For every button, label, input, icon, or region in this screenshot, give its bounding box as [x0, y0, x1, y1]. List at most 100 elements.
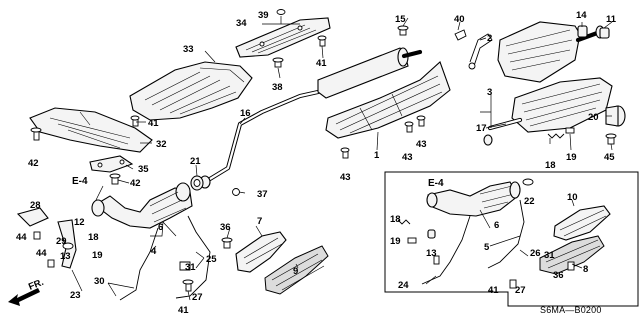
callout-19-inset: 19	[390, 236, 401, 247]
callout-17: 17	[476, 123, 487, 134]
callout-24: 24	[398, 280, 409, 291]
clip-40	[454, 29, 467, 41]
callout-30: 30	[94, 276, 105, 287]
callout-3: 3	[487, 87, 492, 98]
front-label: FR.	[27, 277, 45, 293]
callout-31-inset: 31	[544, 250, 555, 261]
callout-7: 7	[257, 216, 262, 227]
callout-27: 27	[192, 292, 203, 303]
bolt-41-top	[317, 35, 327, 47]
callout-45: 45	[604, 152, 615, 163]
spring-18-rear	[547, 133, 565, 139]
callout-18-left: 18	[88, 232, 99, 243]
callout-34: 34	[236, 18, 247, 29]
callout-43-a: 43	[340, 172, 351, 183]
callout-14: 14	[576, 10, 587, 21]
rear-muffler	[487, 77, 626, 133]
inset-frame	[384, 171, 639, 307]
heat-shield-1	[325, 61, 451, 139]
exhaust-manifold-converter	[91, 182, 193, 229]
callout-38: 38	[272, 82, 283, 93]
callout-8: 8	[583, 264, 588, 275]
section-ref-e4: E-4	[72, 176, 88, 187]
callout-19: 19	[566, 152, 577, 163]
callout-29: 29	[56, 236, 67, 247]
front-direction-arrow	[8, 288, 40, 306]
callout-12: 12	[74, 217, 85, 228]
inset-o2-lead	[421, 199, 525, 285]
callout-18: 18	[545, 160, 556, 171]
bolt-15	[397, 25, 409, 36]
callout-23: 23	[70, 290, 81, 301]
bolt-43-c	[416, 115, 426, 127]
callout-9: 9	[293, 266, 298, 277]
heat-shield-33	[129, 61, 253, 121]
callout-44-a: 44	[16, 232, 27, 243]
callout-41-inset: 41	[488, 285, 499, 296]
callout-41-lower: 41	[178, 305, 189, 316]
callout-labels: 1 2 3 4 5 6 6 7 8 9 10 11 12 13 13 14 15…	[16, 10, 617, 316]
nut-39	[276, 9, 286, 15]
bolt-44-b	[47, 259, 55, 268]
bolt-42-left	[30, 127, 42, 141]
callout-37: 37	[257, 189, 268, 200]
bolt-41-lower	[182, 279, 194, 292]
bolt-29	[62, 242, 74, 250]
section-ref-e4-inset: E-4	[428, 178, 444, 189]
callout-6: 6	[158, 222, 163, 233]
callout-13: 13	[60, 251, 71, 262]
clip-31	[179, 261, 191, 271]
callout-16: 16	[240, 108, 251, 119]
converter-shield-7	[235, 231, 287, 273]
gasket-plate-35	[89, 155, 134, 173]
center-resonator	[317, 47, 423, 99]
callout-41-shield: 41	[148, 118, 159, 129]
callout-25: 25	[206, 254, 217, 265]
bolt-36-left	[221, 237, 233, 249]
callout-43-b: 43	[402, 152, 413, 163]
front-pipe-16	[199, 89, 321, 189]
inset-converter-8	[539, 235, 605, 275]
gasket-17	[483, 134, 493, 146]
callout-26: 26	[530, 248, 541, 259]
bolt-42-mid	[109, 173, 121, 185]
callout-35: 35	[138, 164, 149, 175]
callout-21: 21	[190, 156, 201, 167]
callout-4: 4	[151, 246, 157, 257]
callout-41-top: 41	[316, 58, 327, 69]
callout-10: 10	[567, 192, 578, 203]
bracket-28	[16, 207, 49, 227]
callout-42-mid: 42	[130, 178, 141, 189]
muffler-shield-upper	[497, 21, 605, 83]
hanger-bracket-2	[468, 33, 493, 70]
o2-sensor-lead	[119, 215, 211, 301]
heat-shield-plate-34	[235, 17, 331, 58]
rubber-mount-14	[577, 25, 588, 38]
bolt-44-a	[33, 231, 41, 240]
bolt-38	[272, 57, 284, 68]
callout-13-inset: 13	[426, 248, 437, 259]
callout-36: 36	[220, 222, 231, 233]
callout-18-inset: 18	[390, 214, 401, 225]
nut-37	[232, 188, 240, 196]
bolt-43-b	[404, 121, 414, 133]
inset-bolts	[397, 178, 575, 289]
callout-11: 11	[606, 14, 617, 25]
nut-45	[605, 133, 617, 145]
heat-shield-32	[29, 107, 153, 153]
converter-9	[264, 245, 329, 295]
callout-32: 32	[156, 139, 167, 150]
callout-33: 33	[183, 44, 194, 55]
gasket-21	[190, 175, 204, 191]
callout-2: 2	[487, 33, 492, 44]
callout-31: 31	[185, 262, 196, 273]
callout-40: 40	[454, 14, 465, 25]
inset-shield-10	[553, 205, 611, 241]
callout-5: 5	[484, 242, 490, 253]
inset-manifold	[426, 181, 521, 217]
callout-27-inset: 27	[515, 285, 526, 296]
diagram-code: S6MA—B0200	[540, 305, 602, 315]
callout-43-c: 43	[416, 139, 427, 150]
